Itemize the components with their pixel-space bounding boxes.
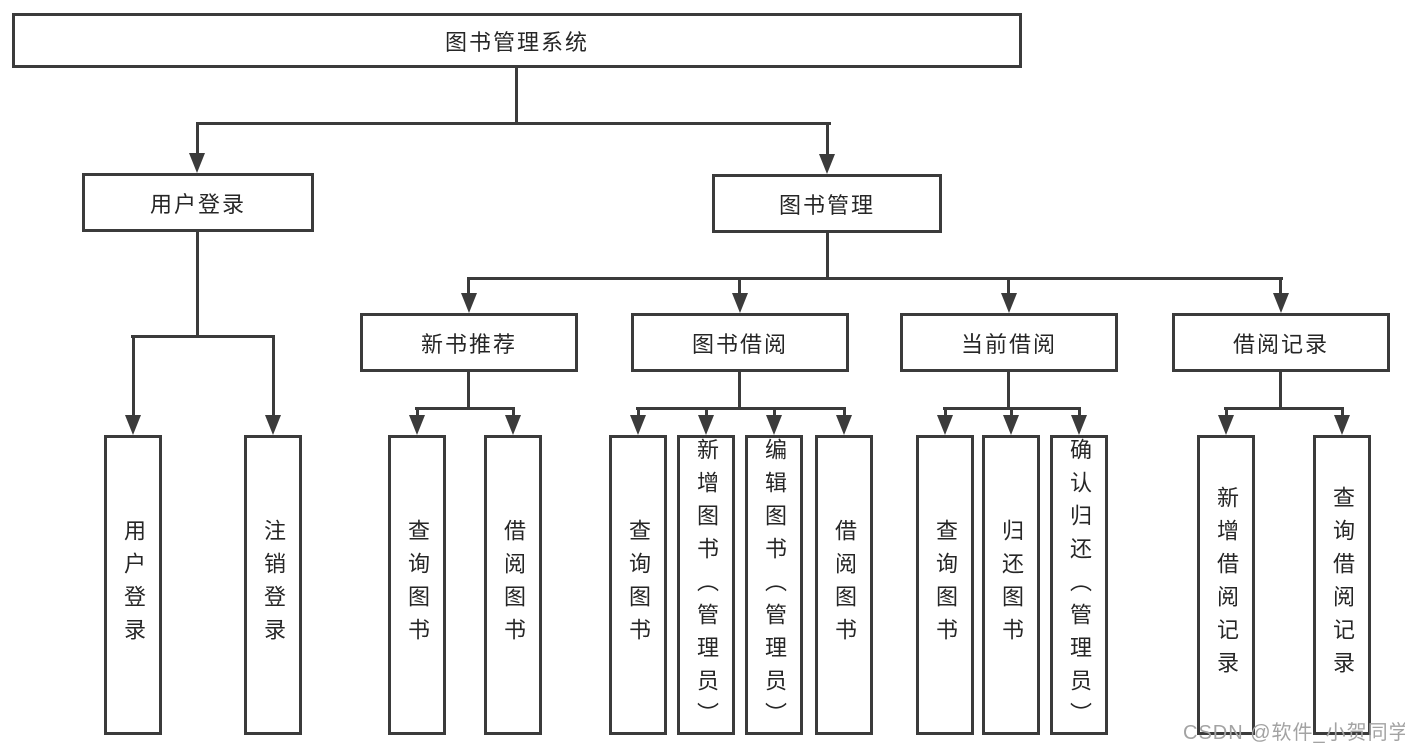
connector-line	[467, 372, 470, 407]
connector-line	[467, 277, 1283, 280]
connector-line	[196, 122, 831, 125]
connector-line	[1007, 372, 1010, 407]
leaf-current-query-books: 查询图书	[916, 435, 974, 735]
arrow-down-icon	[505, 415, 521, 435]
node-label: 归还图书	[999, 519, 1024, 651]
connector-line	[272, 335, 275, 415]
csdn-watermark: CSDN @软件_小贺同学	[1183, 722, 1405, 744]
connector-line	[637, 407, 640, 417]
connector-line	[467, 277, 470, 293]
node-label: 图书管理	[778, 192, 875, 218]
arrow-down-icon	[189, 153, 205, 173]
node-label: 查询图书	[405, 519, 430, 651]
connector-line	[515, 68, 518, 122]
node-label: 借阅图书	[832, 519, 857, 651]
leaf-add-borrow-record: 新增借阅记录	[1197, 435, 1255, 735]
connector-line	[1341, 407, 1344, 417]
node-book-management: 图书管理	[712, 174, 942, 233]
arrow-down-icon	[1218, 415, 1234, 435]
node-label: 查询图书	[933, 519, 958, 651]
leaf-borrow-books: 借阅图书	[815, 435, 873, 735]
node-label: 借阅记录	[1232, 331, 1329, 357]
arrow-down-icon	[630, 415, 646, 435]
node-user-login: 用户登录	[82, 173, 314, 232]
connector-line	[196, 122, 199, 154]
connector-line	[826, 122, 829, 155]
leaf-recommend-borrow-books: 借阅图书	[484, 435, 542, 735]
arrow-down-icon	[1003, 415, 1019, 435]
leaf-recommend-query-books: 查询图书	[388, 435, 446, 735]
node-label: 借阅图书	[501, 519, 526, 651]
node-label: 确认归还（管理员）	[1067, 438, 1092, 735]
connector-line	[826, 233, 829, 277]
node-new-book-recommend: 新书推荐	[360, 313, 578, 372]
arrow-down-icon	[125, 415, 141, 435]
leaf-borrow-query-books: 查询图书	[609, 435, 667, 735]
connector-line	[131, 335, 275, 338]
connector-line	[636, 407, 846, 410]
arrow-down-icon	[732, 293, 748, 313]
arrow-down-icon	[265, 415, 281, 435]
node-label: 用户登录	[149, 191, 246, 217]
leaf-add-books-admin: 新增图书（管理员）	[677, 435, 735, 735]
arrow-down-icon	[409, 415, 425, 435]
node-current-borrowing: 当前借阅	[900, 313, 1118, 372]
leaf-confirm-return-admin: 确认归还（管理员）	[1050, 435, 1108, 735]
node-label: 编辑图书（管理员）	[762, 438, 787, 735]
connector-line	[944, 407, 947, 417]
connector-line	[1010, 407, 1013, 417]
node-label: 图书管理系统	[444, 29, 589, 55]
node-label: 新增图书（管理员）	[694, 438, 719, 735]
connector-line	[1225, 407, 1228, 417]
connector-line	[512, 407, 515, 417]
arrow-down-icon	[698, 415, 714, 435]
connector-line	[1078, 407, 1081, 417]
node-label: 当前借阅	[960, 331, 1057, 357]
arrow-down-icon	[1071, 415, 1087, 435]
connector-line	[738, 277, 741, 293]
leaf-user-login: 用户登录	[104, 435, 162, 735]
connector-line	[132, 335, 135, 415]
arrow-down-icon	[766, 415, 782, 435]
connector-line	[705, 407, 708, 417]
node-label: 新书推荐	[420, 331, 517, 357]
arrow-down-icon	[1334, 415, 1350, 435]
connector-line	[196, 232, 199, 335]
node-label: 用户登录	[121, 519, 146, 651]
leaf-return-books: 归还图书	[982, 435, 1040, 735]
arrow-down-icon	[836, 415, 852, 435]
connector-line	[1007, 277, 1010, 293]
leaf-edit-books-admin: 编辑图书（管理员）	[745, 435, 803, 735]
arrow-down-icon	[461, 293, 477, 313]
node-book-borrowing: 图书借阅	[631, 313, 849, 372]
connector-line	[415, 407, 515, 410]
connector-line	[1279, 277, 1282, 293]
connector-line	[1279, 372, 1282, 407]
node-label: 注销登录	[261, 519, 286, 651]
connector-line	[773, 407, 776, 417]
leaf-logout: 注销登录	[244, 435, 302, 735]
node-label: 查询借阅记录	[1330, 486, 1355, 684]
node-borrowing-records: 借阅记录	[1172, 313, 1390, 372]
connector-line	[1224, 407, 1344, 410]
arrow-down-icon	[819, 154, 835, 174]
node-library-management-system: 图书管理系统	[12, 13, 1022, 68]
arrow-down-icon	[937, 415, 953, 435]
arrow-down-icon	[1001, 293, 1017, 313]
node-label: 新增借阅记录	[1214, 486, 1239, 684]
connector-line	[416, 407, 419, 417]
connector-line	[738, 372, 741, 407]
node-label: 查询图书	[626, 519, 651, 651]
leaf-query-borrow-record: 查询借阅记录	[1313, 435, 1371, 735]
arrow-down-icon	[1273, 293, 1289, 313]
connector-line	[843, 407, 846, 417]
node-label: 图书借阅	[691, 331, 788, 357]
